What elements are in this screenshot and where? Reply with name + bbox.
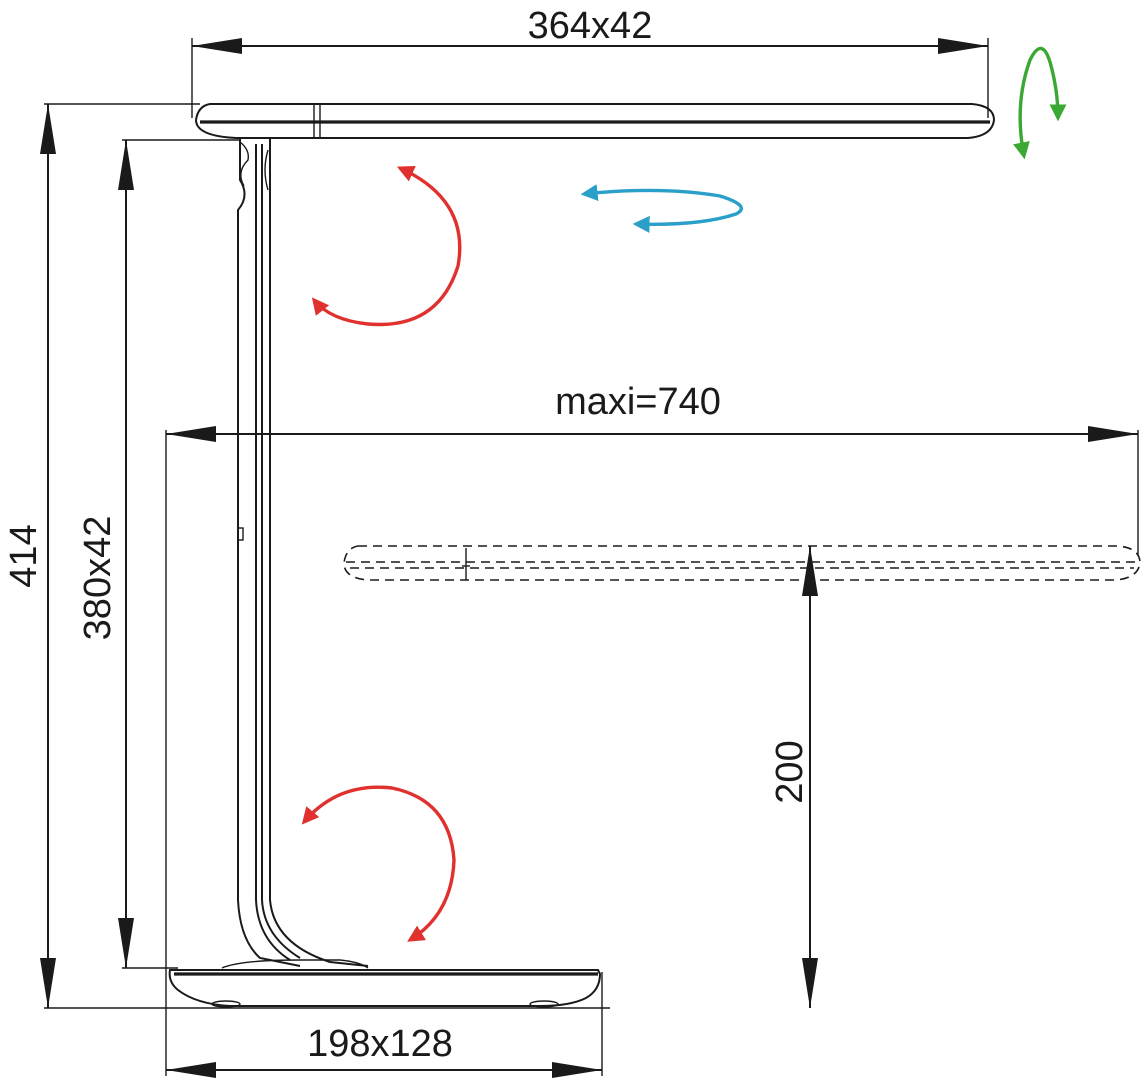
- base-width-dimension: 198x128: [166, 972, 603, 1078]
- lamp-arm: [237, 138, 369, 967]
- swivel-arrows-blue-icon: [580, 184, 743, 233]
- total-height-label: 414: [3, 524, 45, 587]
- base-rotate-arrows-red-icon: [301, 785, 456, 942]
- extended-head-outline: [343, 545, 1141, 581]
- arm-dimension-label: 380x42: [77, 516, 119, 641]
- head-width-dimension: 364x42: [191, 5, 989, 118]
- lamp-head: [194, 103, 996, 139]
- base-dimension-label: 198x128: [307, 1023, 453, 1065]
- head-height-dimension: 200: [769, 546, 818, 1008]
- head-dimension-label: 364x42: [528, 5, 653, 47]
- lamp-base: [168, 959, 602, 1008]
- total-height-dimension: 414: [3, 103, 610, 1009]
- tilt-arrows-green-icon: [1013, 46, 1067, 160]
- arm-length-dimension: 380x42: [77, 139, 240, 969]
- max-reach-dimension: maxi=740: [165, 381, 1139, 1076]
- head-height-label: 200: [769, 740, 811, 803]
- rotate-arrows-red-icon: [311, 165, 462, 327]
- max-reach-label: maxi=740: [555, 381, 721, 423]
